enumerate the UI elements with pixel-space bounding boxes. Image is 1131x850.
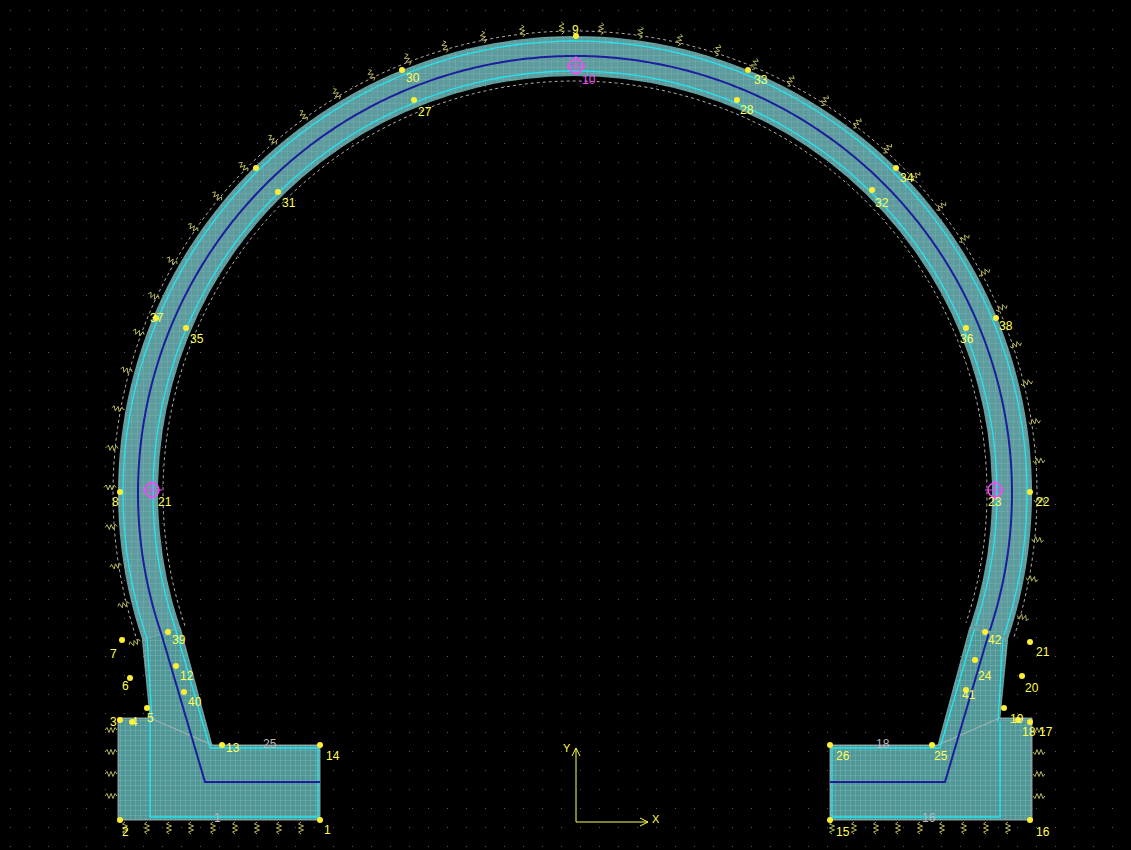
- node-number: 18: [1022, 726, 1035, 739]
- node-number: 21: [1036, 646, 1049, 659]
- node-number: 42: [988, 634, 1001, 647]
- node-number: 40: [188, 696, 201, 709]
- node-number: 12: [180, 670, 193, 683]
- spring-supports: [104, 22, 1046, 834]
- node-number: 2: [122, 826, 129, 839]
- node-number: 41: [962, 689, 975, 702]
- node-number: 27: [418, 106, 431, 119]
- node-number: 4: [131, 716, 138, 729]
- node-number: 13: [226, 742, 239, 755]
- node-number: 22: [1036, 496, 1049, 509]
- node-number: 6: [122, 680, 129, 693]
- grid-dots: [10, 10, 1113, 847]
- axis-triad: [572, 748, 648, 826]
- node-number: 34: [900, 172, 913, 185]
- node-number: 18: [876, 738, 889, 751]
- node-number: 14: [326, 750, 339, 763]
- node-number: 9: [572, 24, 579, 37]
- node-number: 20: [1025, 682, 1038, 695]
- node-number: 32: [875, 197, 888, 210]
- node-number: 31: [282, 197, 295, 210]
- node-number: 37: [150, 312, 163, 325]
- axis-label: Y: [563, 742, 570, 755]
- load-markers: [142, 56, 1005, 500]
- node-number: 36: [960, 333, 973, 346]
- node-number: 17: [1039, 726, 1052, 739]
- node-number: 25: [934, 750, 947, 763]
- node-number: 3: [110, 716, 117, 729]
- node-number: 7: [110, 648, 117, 661]
- node-number: 16: [1036, 826, 1049, 839]
- node-number: 16: [922, 812, 935, 825]
- axis-label: X: [652, 813, 659, 826]
- node-number: 23: [988, 496, 1001, 509]
- node-number: 8: [112, 496, 119, 509]
- node-number: 33: [754, 74, 767, 87]
- node-number: 28: [740, 104, 753, 117]
- node-number: 15: [836, 826, 849, 839]
- node-number: 26: [836, 750, 849, 763]
- node-number: 25: [263, 738, 276, 751]
- node-number: 21: [158, 496, 171, 509]
- node-number: 1: [214, 812, 221, 825]
- node-number: 1: [324, 824, 331, 837]
- node-number: 30: [406, 72, 419, 85]
- node-number: 10: [582, 74, 595, 87]
- node-number: 38: [999, 320, 1012, 333]
- lining: [113, 31, 1037, 820]
- node-number: 39: [172, 634, 185, 647]
- node-number: 35: [190, 333, 203, 346]
- node-number: 24: [978, 670, 991, 683]
- node-number: 19: [1010, 713, 1023, 726]
- node-number: 5: [147, 712, 154, 725]
- node-dots: [117, 33, 1033, 823]
